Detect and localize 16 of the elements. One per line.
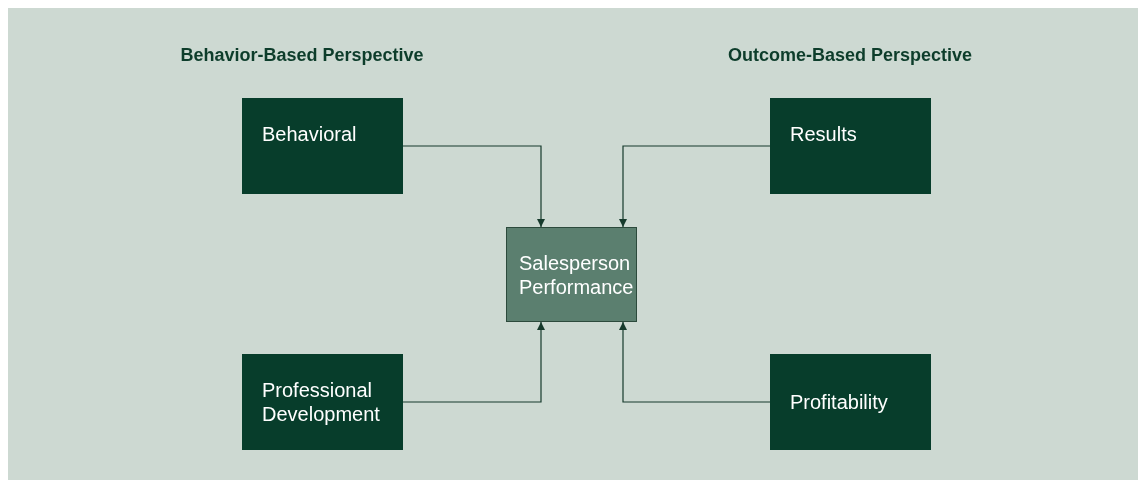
arrow: [402, 321, 545, 403]
factor-box: [242, 98, 403, 194]
factor-box: [770, 98, 931, 194]
arrow: [619, 145, 771, 228]
factor-box: [770, 354, 931, 450]
factor-box: [242, 354, 403, 450]
arrow: [619, 321, 771, 403]
box-text: Behavioral: [262, 122, 357, 146]
column-heading: Behavior-Based Perspective: [180, 45, 424, 66]
box-text: Results: [790, 122, 857, 146]
column-heading: Outcome-Based Perspective: [727, 45, 973, 66]
box-text: Salesperson Performance: [519, 250, 634, 299]
box-text: Profitability: [790, 390, 888, 414]
arrow: [402, 145, 545, 228]
outcome-box: [506, 227, 637, 322]
box-text: Professional Development: [262, 378, 381, 426]
